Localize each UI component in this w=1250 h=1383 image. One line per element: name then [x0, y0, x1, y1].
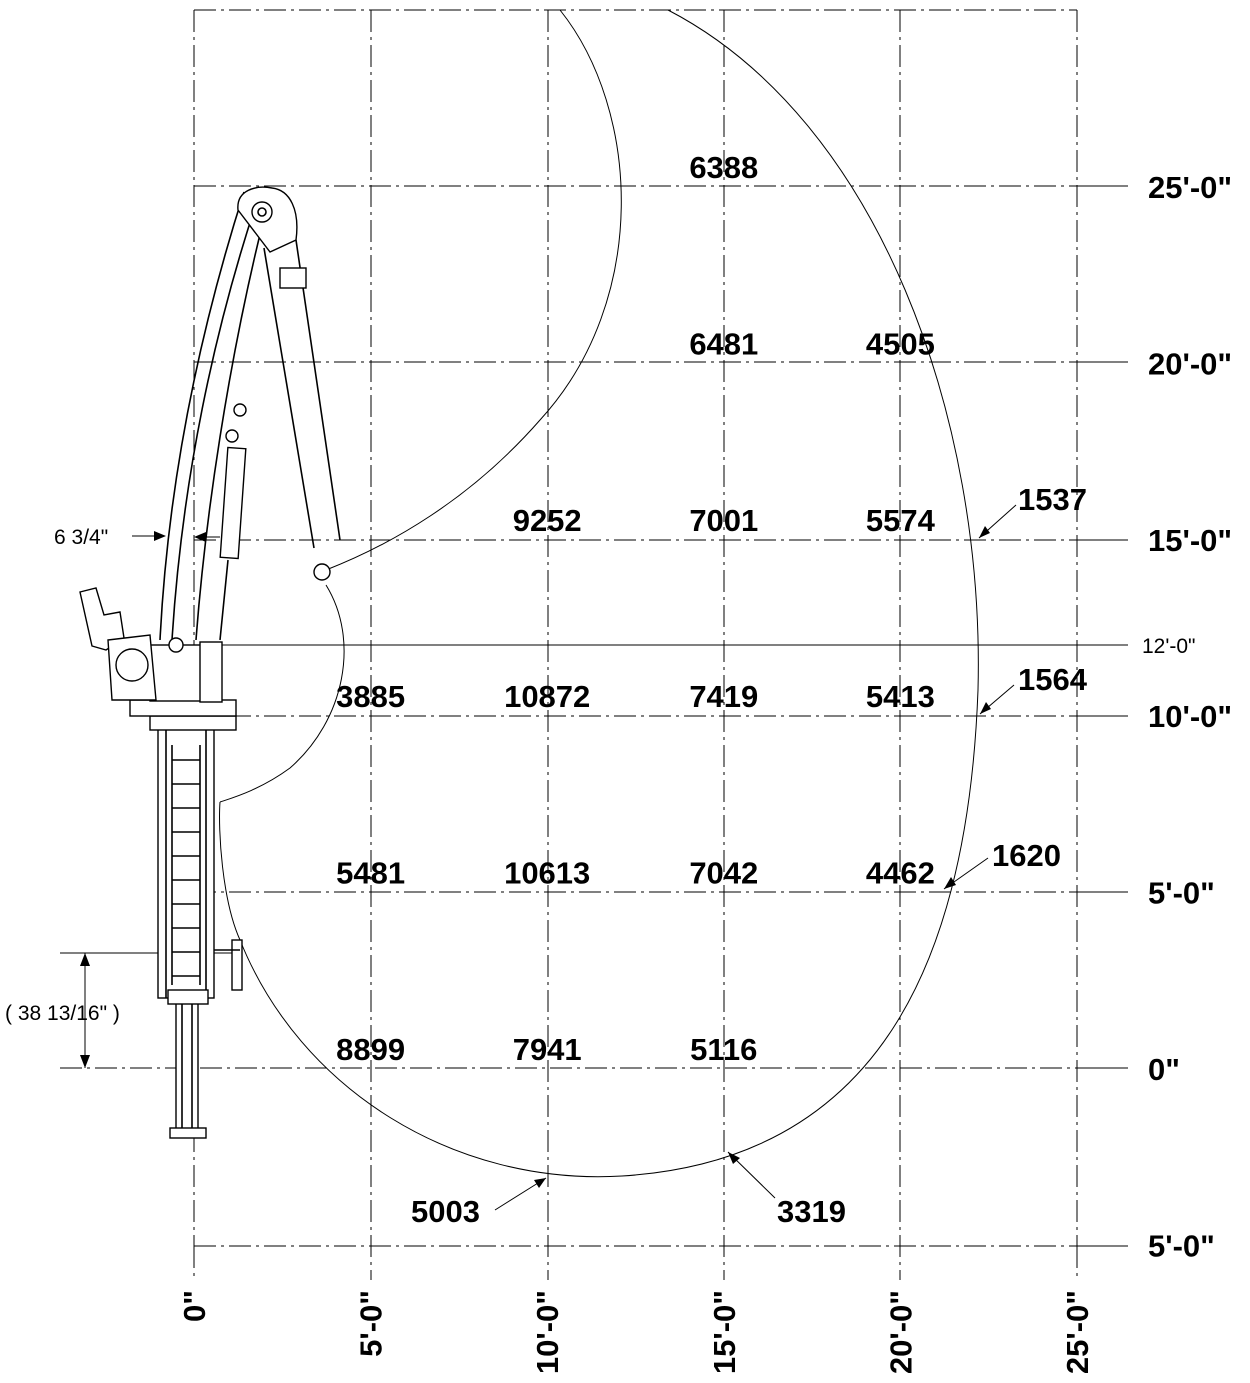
y-tick-label: 5'-0" [1148, 1228, 1215, 1263]
horizontal-grid-lines [60, 185, 1077, 1247]
x-tick-label: 5'-0" [354, 1290, 389, 1357]
y-tick-label: 0" [1148, 1052, 1180, 1087]
grid-frame [193, 9, 1078, 1246]
capacity-value: 6481 [689, 326, 758, 361]
capacity-value: 7042 [689, 856, 758, 891]
x-axis-labels: 0" 5'-0" 10'-0" 15'-0" 20'-0" 25'-0" [177, 1290, 1095, 1374]
callout-label: 3319 [777, 1194, 846, 1229]
crane-illustration [79, 186, 341, 1139]
capacity-value: 9252 [513, 503, 582, 538]
capacity-value: 5481 [336, 856, 405, 891]
capacity-value: 8899 [336, 1032, 405, 1067]
x-tick-label: 15'-0" [707, 1290, 742, 1374]
capacity-value: 7419 [689, 679, 758, 714]
inner-envelope-curve [325, 9, 622, 571]
capacity-value: 5574 [866, 503, 936, 538]
capacity-value: 7001 [689, 503, 758, 538]
callout-label: 5003 [411, 1194, 480, 1229]
working-range-envelope [219, 9, 979, 1178]
callout-labels: 1537 1564 1620 5003 3319 [411, 482, 1088, 1229]
capacity-value: 5413 [866, 679, 935, 714]
min-radius-curve [219, 584, 345, 803]
y-tick-label: 25'-0" [1148, 170, 1232, 205]
capacity-value: 10872 [504, 679, 590, 714]
outer-envelope-curve [219, 9, 979, 1178]
x-tick-label: 10'-0" [530, 1290, 565, 1374]
callout-label: 1620 [992, 838, 1061, 873]
x-tick-label: 25'-0" [1060, 1290, 1095, 1374]
dimension-boom-thickness [132, 531, 220, 542]
callout-leaders [494, 504, 1017, 1211]
callout-label: 1564 [1018, 662, 1088, 697]
capacity-value: 5116 [690, 1032, 757, 1067]
dimension-label: ( 38 13/16" ) [5, 1002, 120, 1025]
capacity-value: 4505 [866, 326, 935, 361]
callout-label: 1537 [1018, 482, 1087, 517]
dimension-label: 6 3/4" [54, 526, 108, 549]
y-tick-label: 5'-0" [1148, 876, 1215, 911]
capacity-value: 10613 [504, 856, 590, 891]
y-tick-label: 20'-0" [1148, 346, 1232, 381]
y-axis-labels: 25'-0" 20'-0" 15'-0" 10'-0" 5'-0" 0" 5'-0" [1148, 170, 1232, 1263]
capacity-value: 3885 [336, 679, 405, 714]
right-label-leaders [1077, 185, 1128, 1247]
y-tick-label: 15'-0" [1148, 523, 1232, 558]
x-tick-label: 20'-0" [883, 1290, 918, 1374]
capacity-value: 4462 [866, 856, 935, 891]
capacity-value: 6388 [689, 150, 758, 185]
y-tick-label: 10'-0" [1148, 699, 1232, 734]
capacity-labels: 6388 6481 4505 9252 7001 5574 3885 10872 7419 541… [336, 150, 936, 1067]
capacity-value: 7941 [513, 1032, 582, 1067]
x-tick-label: 0" [177, 1290, 212, 1322]
reference-line-label: 12'-0" [1142, 635, 1196, 658]
